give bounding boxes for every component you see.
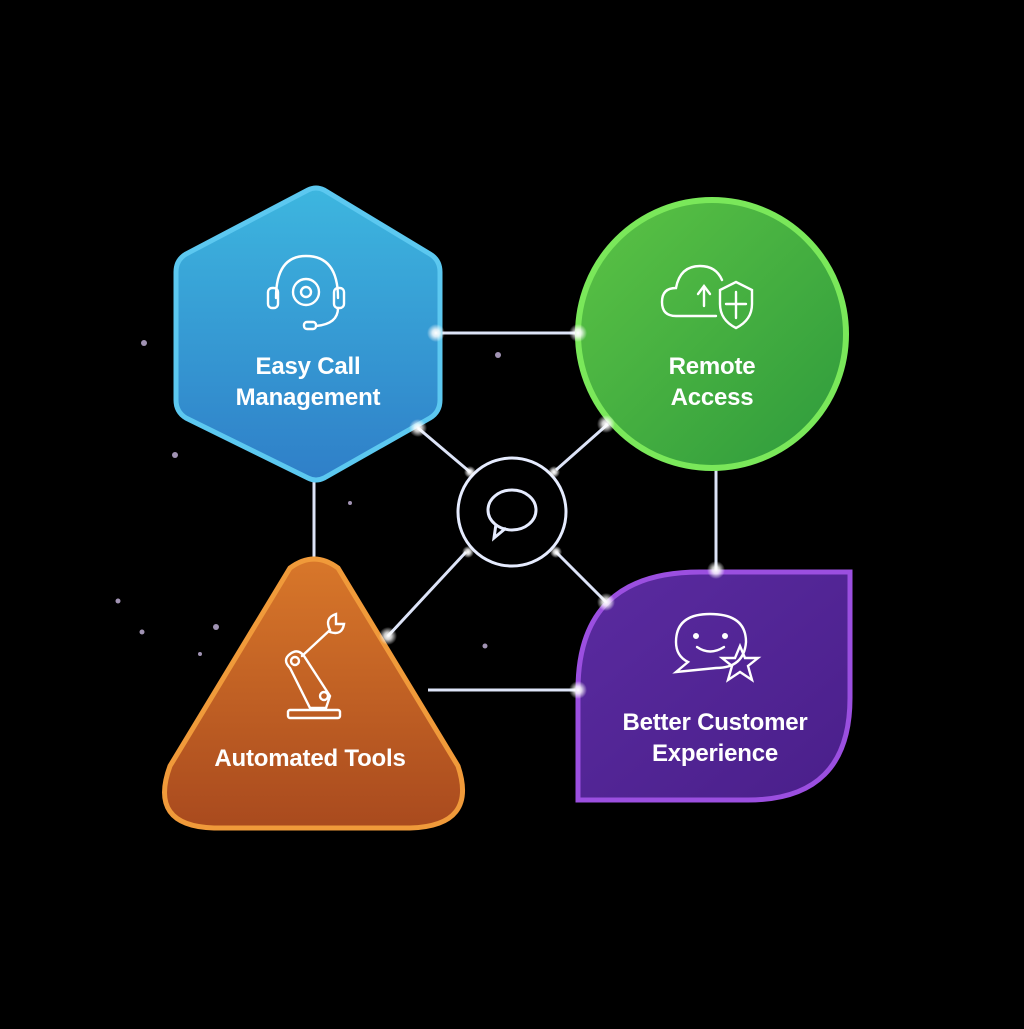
decorative-dots [115,340,501,656]
robotic-arm-wrench-icon [284,612,346,720]
remote-access-label: Remote Access [612,351,812,413]
smile-chat-star-icon [672,612,762,683]
customer-experience-label: Better Customer Experience [590,707,840,769]
node-easy-call-management [173,185,443,483]
node-remote-access [575,197,849,471]
label-line-2: Management [235,384,381,411]
connector-lines [312,331,718,692]
label-line-1: Easy Call [255,353,361,380]
center-hub [456,456,568,568]
node-automated-tools [162,556,465,831]
label-line-1: Automated Tools [214,745,406,772]
cloud-upload-shield-icon [660,264,754,330]
label-line-1: Remote [668,353,756,380]
label-line-2: Access [670,384,754,411]
label-line-1: Better Customer [622,709,808,736]
label-line-2: Experience [651,740,779,767]
easy-call-label: Easy Call Management [208,351,408,413]
chat-bubble-icon [486,488,538,542]
automated-tools-label: Automated Tools [180,743,440,774]
headset-gear-icon [266,254,346,331]
connector-glows [379,324,725,699]
node-better-customer-experience [575,569,853,803]
